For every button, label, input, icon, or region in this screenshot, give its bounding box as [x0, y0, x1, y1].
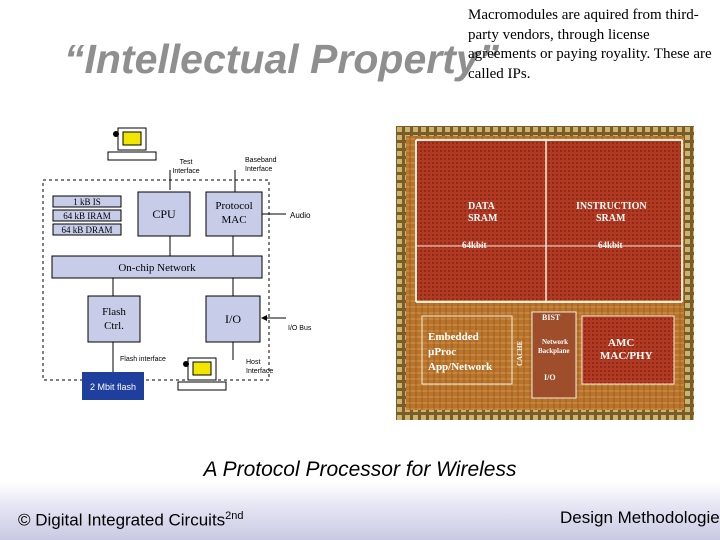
flash-label: 2 Mbit flash [90, 382, 136, 392]
backplane-region [531, 311, 577, 399]
embedded-proc-region [421, 315, 513, 385]
memory-is: 1 kB IS [73, 197, 101, 207]
cache-label: CACHE [516, 340, 524, 366]
io-label: I/O [225, 312, 241, 326]
on-chip-network-block [51, 255, 263, 279]
instruction-sram-size: 64kbit [598, 240, 623, 250]
chip-io-label: I/O [544, 373, 556, 382]
flash-block [82, 372, 144, 400]
amc-region [581, 315, 675, 385]
host-computer-icon [177, 357, 227, 391]
data-sram-size: 64kbit [462, 240, 487, 250]
memory-dram: 64 kB DRAM [61, 225, 112, 235]
cpu-block [137, 191, 191, 237]
bist-label: BIST [542, 313, 561, 322]
on-chip-network-label: On-chip Network [118, 262, 196, 274]
flash-ctrl-block [87, 295, 141, 343]
chip-boundary [42, 179, 270, 381]
ip-note: Macromodules are aquired from third-part… [468, 7, 712, 82]
sram-region [416, 140, 682, 300]
footer-course-title: © Digital Integrated Circuits2nd [18, 510, 244, 530]
flash-interface-label: Flash interface [120, 356, 166, 363]
slide-caption: A Protocol Processor for Wireless [203, 458, 517, 481]
footer-bar: © Digital Integrated Circuits2nd Design … [0, 482, 720, 540]
memory-iram: 64 kB IRAM [63, 211, 111, 221]
protocol-mac-block [205, 191, 263, 237]
slide-title: “Intellectual Property” [64, 36, 500, 82]
footer-chapter-title: Design Methodologies [560, 508, 720, 527]
cpu-label: CPU [152, 207, 176, 221]
test-computer-icon [107, 127, 157, 161]
io-bus-label: I/O Bus [288, 325, 312, 332]
audio-label: Audio [290, 211, 311, 220]
io-block [205, 295, 261, 343]
